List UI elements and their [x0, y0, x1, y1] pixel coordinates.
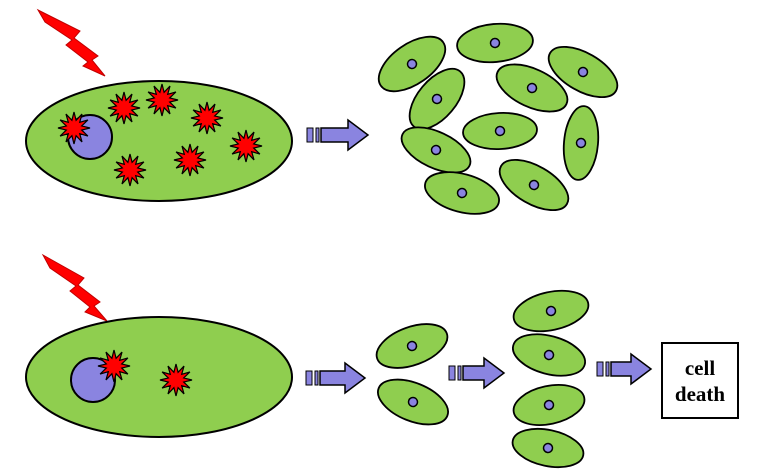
daughter-cell — [371, 315, 454, 376]
first-generation-cells — [371, 315, 455, 433]
second-generation-cells — [508, 285, 592, 473]
daughter-cells — [369, 21, 625, 221]
daughter-cell-nucleus — [490, 38, 500, 48]
daughter-cell — [462, 111, 538, 151]
lightning-bolt-icon — [43, 255, 107, 321]
daughter-cell — [420, 165, 503, 221]
daughter-cell-nucleus — [576, 138, 586, 148]
daughter-cell — [508, 327, 589, 383]
irradiated-cell — [26, 317, 292, 437]
arrow-right-icon — [306, 363, 365, 393]
daughter-cell — [509, 423, 587, 473]
daughter-cell — [510, 285, 592, 338]
lightning-bolt-icon — [38, 10, 105, 76]
cell-death-box: cell death — [661, 342, 739, 419]
daughter-cell — [455, 21, 534, 65]
arrow-right-icon — [597, 354, 651, 384]
arrow-right-icon — [449, 358, 504, 388]
bottom-row — [26, 255, 651, 473]
daughter-cell — [372, 371, 455, 434]
daughter-cell-nucleus — [495, 126, 504, 135]
top-row — [26, 10, 625, 221]
daughter-cell — [492, 150, 577, 221]
daughter-cell — [510, 379, 588, 431]
cell-death-label: cell death — [675, 355, 725, 407]
arrow-right-icon — [307, 120, 368, 150]
daughter-cell — [561, 105, 601, 182]
